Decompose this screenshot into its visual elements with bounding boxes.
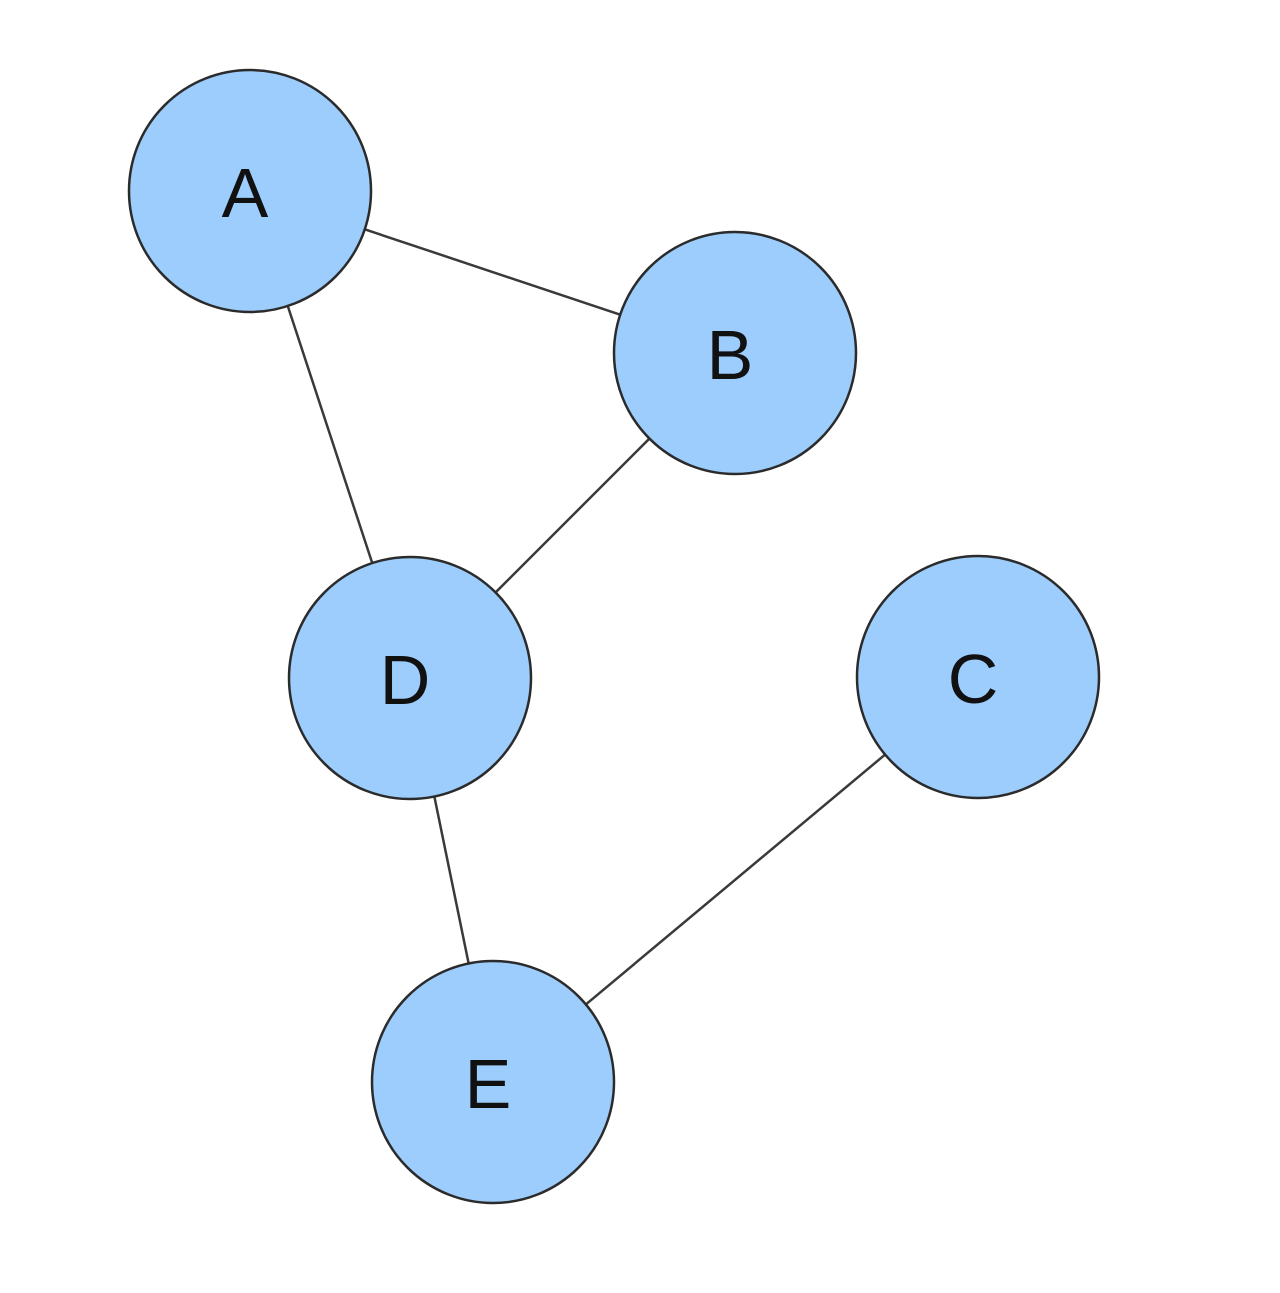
node-label: E xyxy=(465,1045,512,1123)
node-label: B xyxy=(707,316,754,394)
node-circle xyxy=(370,959,616,1205)
node-circle xyxy=(287,555,533,801)
node-circle xyxy=(855,554,1101,800)
node-circle xyxy=(612,230,858,476)
node-d: D xyxy=(287,555,533,801)
node-label: C xyxy=(948,640,999,718)
edges-layer xyxy=(286,228,886,1006)
node-b: B xyxy=(612,230,858,476)
edge-b-d xyxy=(494,437,651,594)
node-label: A xyxy=(222,154,269,232)
node-label: D xyxy=(380,641,431,719)
nodes-layer: A B D C E xyxy=(127,68,1101,1205)
node-circle xyxy=(127,68,373,314)
edge-d-e xyxy=(433,796,470,964)
edge-a-d xyxy=(286,305,374,564)
edge-c-e xyxy=(585,753,886,1006)
node-a: A xyxy=(127,68,373,314)
node-c: C xyxy=(855,554,1101,800)
node-e: E xyxy=(370,959,616,1205)
edge-a-b xyxy=(364,228,621,316)
